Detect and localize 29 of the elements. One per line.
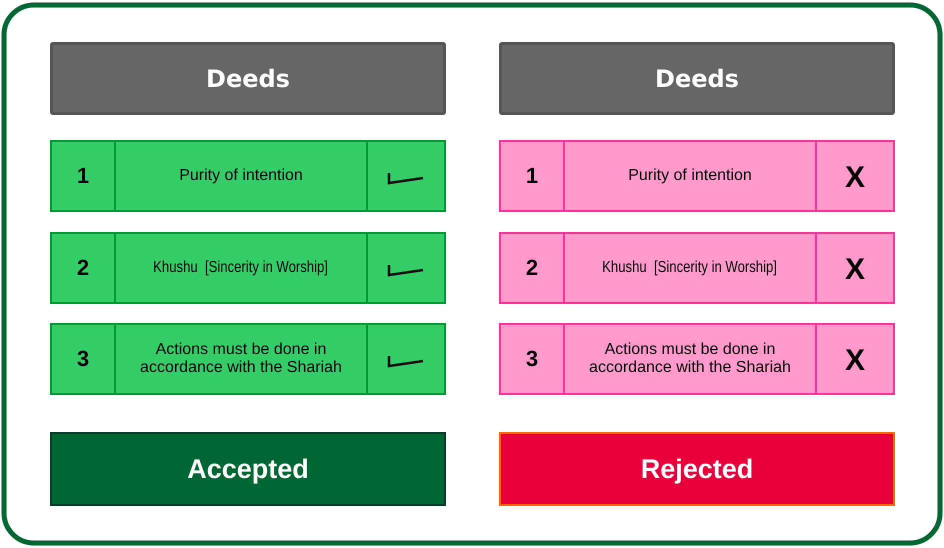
criterion-row [499,140,895,212]
criterion-row [499,323,895,395]
header-title: Deeds [655,64,739,92]
criterion-text: Purity of intention [627,167,753,185]
result-box [50,432,446,506]
criterion-row [50,323,446,395]
criterion-row [499,232,895,304]
item-number: 1 [76,163,90,189]
criterion-text: Khushu [Sincerity in Worship] [152,259,330,277]
criterion-row [50,140,446,212]
cross-mark: X [844,344,865,378]
item-number: 3 [526,346,538,372]
result-label: Rejected [640,454,754,484]
header-title: Deeds [206,64,290,92]
item-number: 2 [526,255,538,281]
criterion-row [50,232,446,304]
item-number: 2 [76,255,90,281]
item-number: 1 [526,163,538,189]
criterion-text: Actions must be done in accordance with the Shariah [139,341,343,377]
cross-mark: X [844,253,865,287]
criterion-text: Actions must be done in accordance with the Shariah [588,341,792,377]
item-number: 3 [76,346,90,372]
result-box [499,432,895,506]
cross-mark: X [844,161,865,195]
criterion-text: Purity of intention [178,167,304,185]
header-bar [499,42,895,115]
result-label: Accepted [187,454,309,484]
header-bar [50,42,446,115]
criterion-text: Khushu [Sincerity in Worship] [602,259,778,277]
